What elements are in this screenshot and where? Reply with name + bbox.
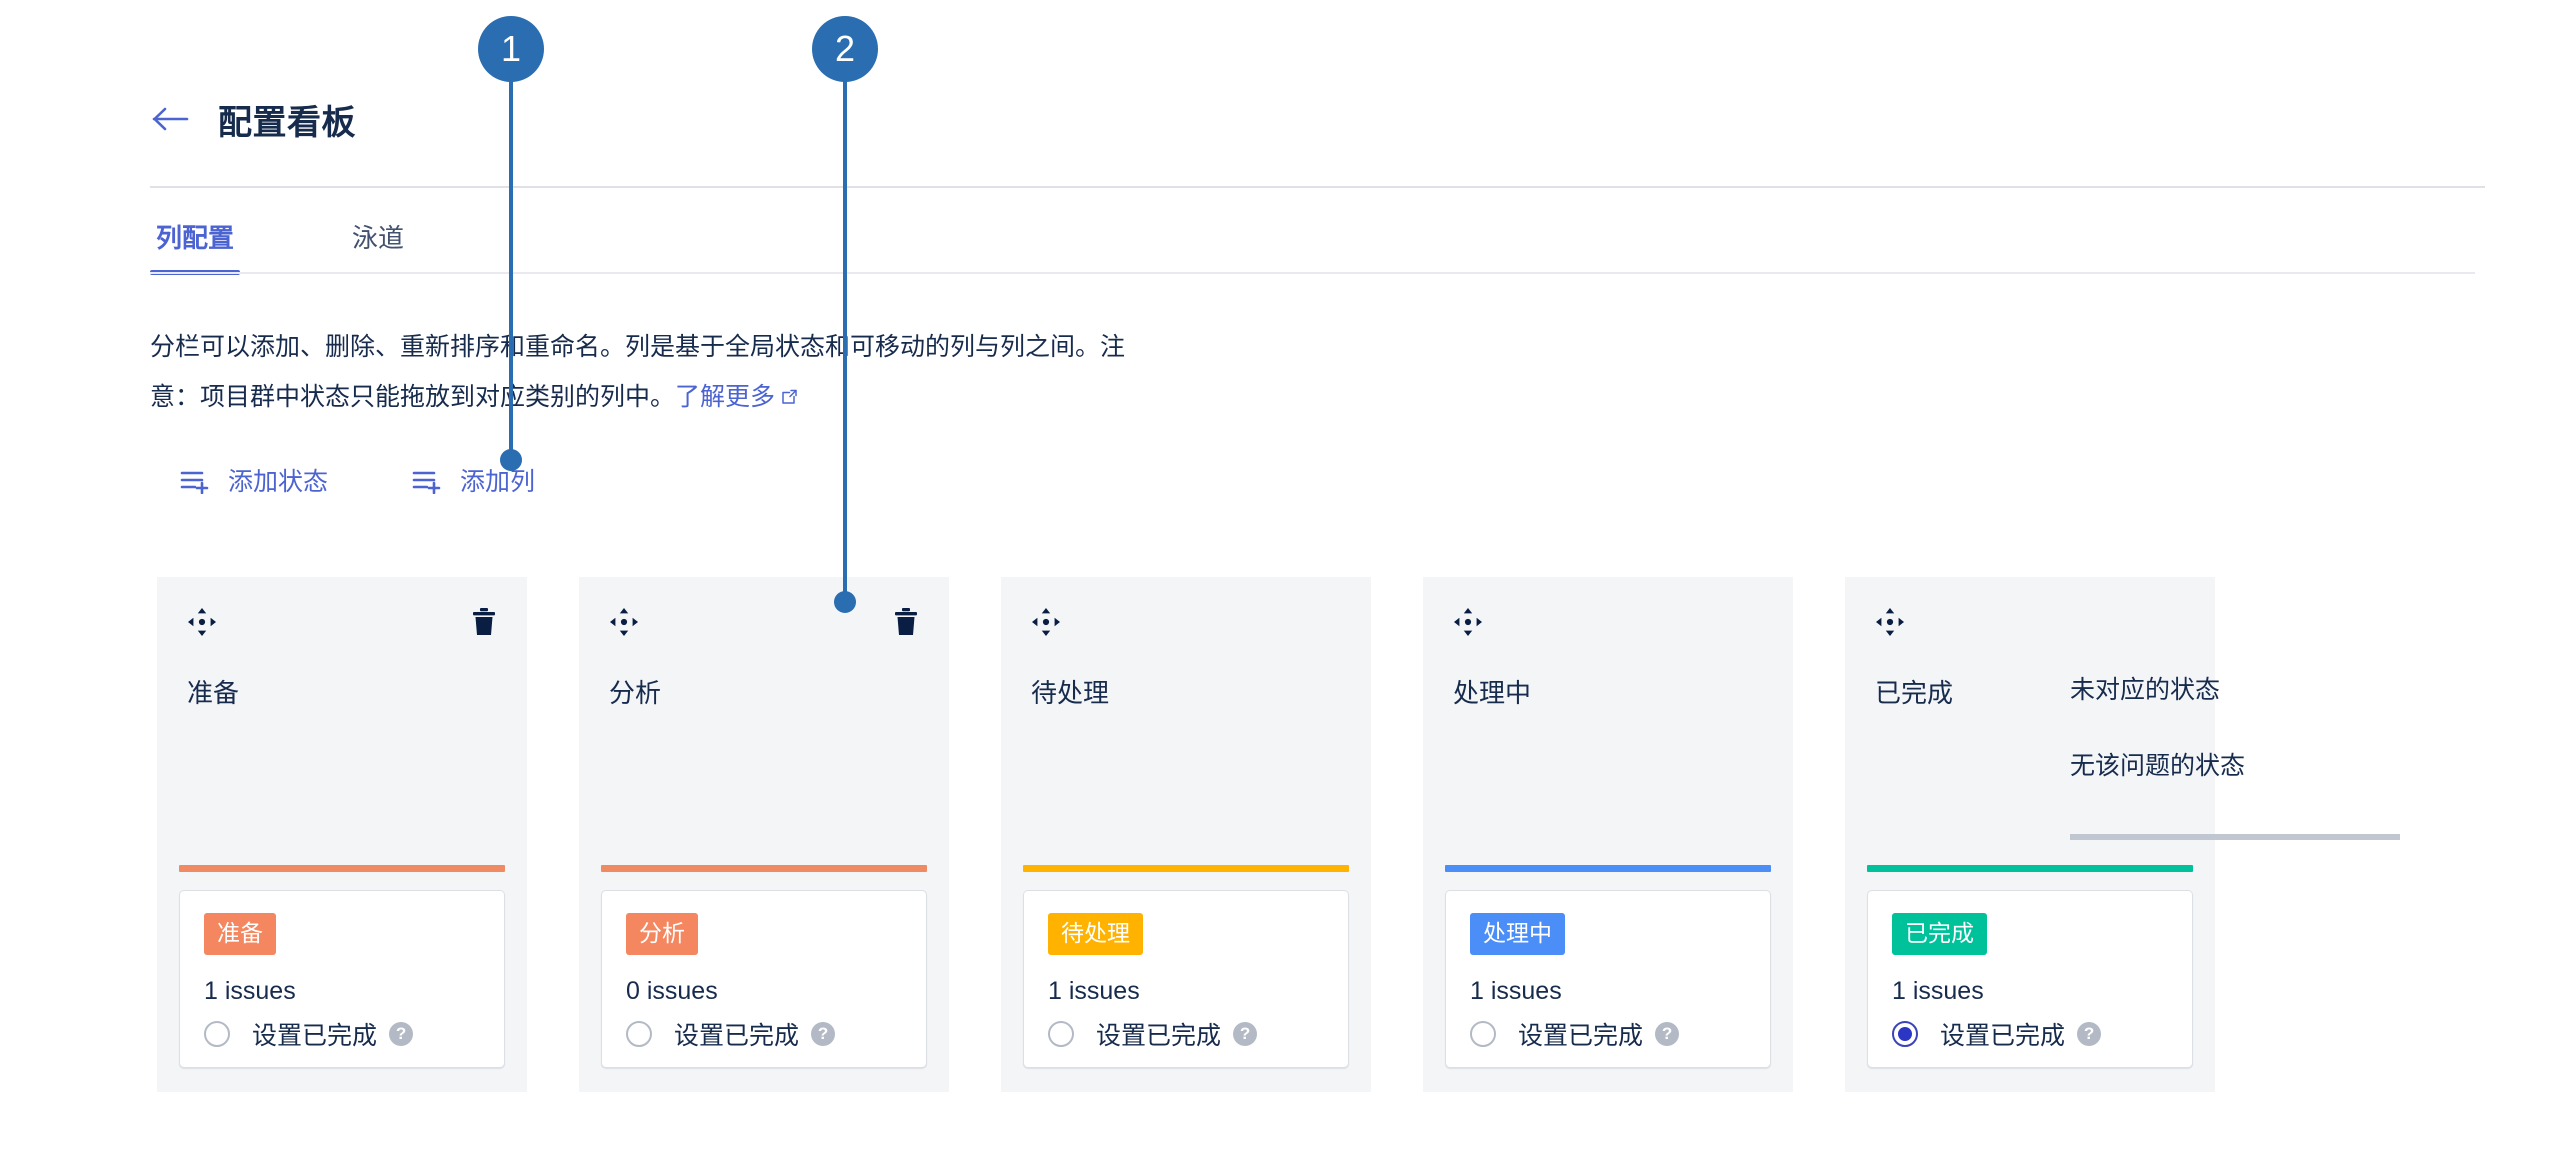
column-name: 准备 bbox=[187, 678, 240, 708]
set-done-radio[interactable] bbox=[1470, 1021, 1496, 1047]
set-done-label: 设置已完成 bbox=[674, 1022, 800, 1050]
unmapped-status-panel: 未对应的状态 无该问题的状态 bbox=[2070, 670, 2470, 840]
set-done-radio[interactable] bbox=[1048, 1021, 1074, 1047]
set-done-label: 设置已完成 bbox=[1096, 1022, 1222, 1050]
set-done-radio[interactable] bbox=[1892, 1021, 1918, 1047]
delete-column-button[interactable] bbox=[893, 607, 919, 637]
status-card: 已完成 1 issues 设置已完成 ? bbox=[1867, 890, 2193, 1068]
status-card: 处理中 1 issues 设置已完成 ? bbox=[1445, 890, 1771, 1068]
column-card: 已完成 已完成 1 issues 设置已完成 ? bbox=[1845, 577, 2215, 1092]
help-circle-icon[interactable]: ? bbox=[389, 1022, 414, 1046]
done-setting-row: 设置已完成 ? bbox=[1048, 1016, 1324, 1052]
done-setting-row: 设置已完成 ? bbox=[1470, 1016, 1746, 1052]
action-bar: 添加状态 添加列 bbox=[180, 462, 619, 498]
description-line-1: 分栏可以添加、删除、重新排序和重命名。列是基于全局状态和可移动的列与列之间。注 bbox=[150, 333, 1126, 361]
column-toolbar bbox=[1423, 577, 1793, 651]
back-row: 配置看板 bbox=[150, 95, 356, 143]
column-toolbar bbox=[1845, 577, 2215, 651]
column-name: 已完成 bbox=[1875, 678, 1954, 708]
status-badge: 已完成 bbox=[1892, 913, 1987, 955]
issues-count: 1 issues bbox=[204, 977, 296, 1005]
column-card: 处理中 处理中 1 issues 设置已完成 ? bbox=[1423, 577, 1793, 1092]
callout-line-1 bbox=[509, 72, 513, 460]
move-icon[interactable] bbox=[1031, 607, 1061, 637]
list-plus-icon bbox=[180, 466, 210, 494]
set-done-radio[interactable] bbox=[626, 1021, 652, 1047]
column-name: 待处理 bbox=[1031, 678, 1110, 708]
help-circle-icon[interactable]: ? bbox=[1655, 1022, 1680, 1046]
column-accent-bar bbox=[1867, 865, 2193, 872]
page-title: 配置看板 bbox=[218, 103, 356, 142]
column-card: 待处理 待处理 1 issues 设置已完成 ? bbox=[1001, 577, 1371, 1092]
list-plus-icon bbox=[412, 466, 442, 494]
status-badge: 处理中 bbox=[1470, 913, 1565, 955]
callout-badge-1: 1 bbox=[478, 16, 544, 82]
unmapped-divider bbox=[2070, 834, 2400, 840]
status-badge: 待处理 bbox=[1048, 913, 1143, 955]
column-toolbar bbox=[1001, 577, 1371, 651]
status-card: 分析 0 issues 设置已完成 ? bbox=[601, 890, 927, 1068]
column-name: 处理中 bbox=[1453, 678, 1532, 708]
set-done-label: 设置已完成 bbox=[1518, 1022, 1644, 1050]
issues-count: 1 issues bbox=[1892, 977, 1984, 1005]
callout-badge-2: 2 bbox=[812, 16, 878, 82]
set-done-radio[interactable] bbox=[204, 1021, 230, 1047]
issues-count: 1 issues bbox=[1470, 977, 1562, 1005]
description-text: 分栏可以添加、删除、重新排序和重命名。列是基于全局状态和可移动的列与列之间。注 … bbox=[150, 322, 1210, 424]
move-icon[interactable] bbox=[1453, 607, 1483, 637]
help-circle-icon[interactable]: ? bbox=[2077, 1022, 2102, 1046]
callout-line-2 bbox=[843, 72, 847, 602]
tab-column-config[interactable]: 列配置 bbox=[150, 218, 241, 275]
status-card: 待处理 1 issues 设置已完成 ? bbox=[1023, 890, 1349, 1068]
tab-bar: 列配置 泳道 bbox=[150, 205, 516, 275]
add-column-label: 添加列 bbox=[460, 468, 536, 496]
column-card: 准备 准备 1 issues 设置已完成 ? bbox=[157, 577, 527, 1092]
column-accent-bar bbox=[179, 865, 505, 872]
unmapped-empty-text: 无该问题的状态 bbox=[2070, 752, 2246, 780]
callout-dot-2 bbox=[834, 591, 856, 613]
help-circle-icon[interactable]: ? bbox=[811, 1022, 836, 1046]
learn-more-label: 了解更多 bbox=[675, 383, 776, 411]
set-done-label: 设置已完成 bbox=[1940, 1022, 2066, 1050]
status-badge: 分析 bbox=[626, 913, 698, 955]
learn-more-link[interactable]: 了解更多 bbox=[675, 383, 799, 411]
delete-column-button[interactable] bbox=[471, 607, 497, 637]
header-divider bbox=[150, 186, 2485, 188]
issues-count: 1 issues bbox=[1048, 977, 1140, 1005]
column-accent-bar bbox=[601, 865, 927, 872]
done-setting-row: 设置已完成 ? bbox=[204, 1016, 480, 1052]
description-line-2: 意：项目群中状态只能拖放到对应类别的列中。 bbox=[150, 383, 676, 411]
column-accent-bar bbox=[1445, 865, 1771, 872]
issues-count: 0 issues bbox=[626, 977, 718, 1005]
arrow-left-icon[interactable] bbox=[150, 98, 192, 140]
status-badge: 准备 bbox=[204, 913, 276, 955]
move-icon[interactable] bbox=[1875, 607, 1905, 637]
add-status-label: 添加状态 bbox=[228, 468, 329, 496]
column-list: 准备 准备 1 issues 设置已完成 ? bbox=[157, 577, 2267, 1092]
move-icon[interactable] bbox=[187, 607, 217, 637]
done-setting-row: 设置已完成 ? bbox=[1892, 1016, 2168, 1052]
move-icon[interactable] bbox=[609, 607, 639, 637]
callout-dot-1 bbox=[500, 449, 522, 471]
unmapped-title: 未对应的状态 bbox=[2070, 676, 2221, 704]
help-circle-icon[interactable]: ? bbox=[1233, 1022, 1258, 1046]
tabs-divider bbox=[150, 272, 2475, 274]
column-toolbar bbox=[579, 577, 949, 651]
set-done-label: 设置已完成 bbox=[252, 1022, 378, 1050]
column-name: 分析 bbox=[609, 678, 662, 708]
external-link-icon bbox=[779, 374, 799, 424]
done-setting-row: 设置已完成 ? bbox=[626, 1016, 902, 1052]
add-status-button[interactable]: 添加状态 bbox=[180, 462, 328, 498]
column-accent-bar bbox=[1023, 865, 1349, 872]
column-toolbar bbox=[157, 577, 527, 651]
column-card: 分析 分析 0 issues 设置已完成 ? bbox=[579, 577, 949, 1092]
add-column-button[interactable]: 添加列 bbox=[412, 462, 535, 498]
tab-swimlane[interactable]: 泳道 bbox=[352, 223, 405, 253]
status-card: 准备 1 issues 设置已完成 ? bbox=[179, 890, 505, 1068]
